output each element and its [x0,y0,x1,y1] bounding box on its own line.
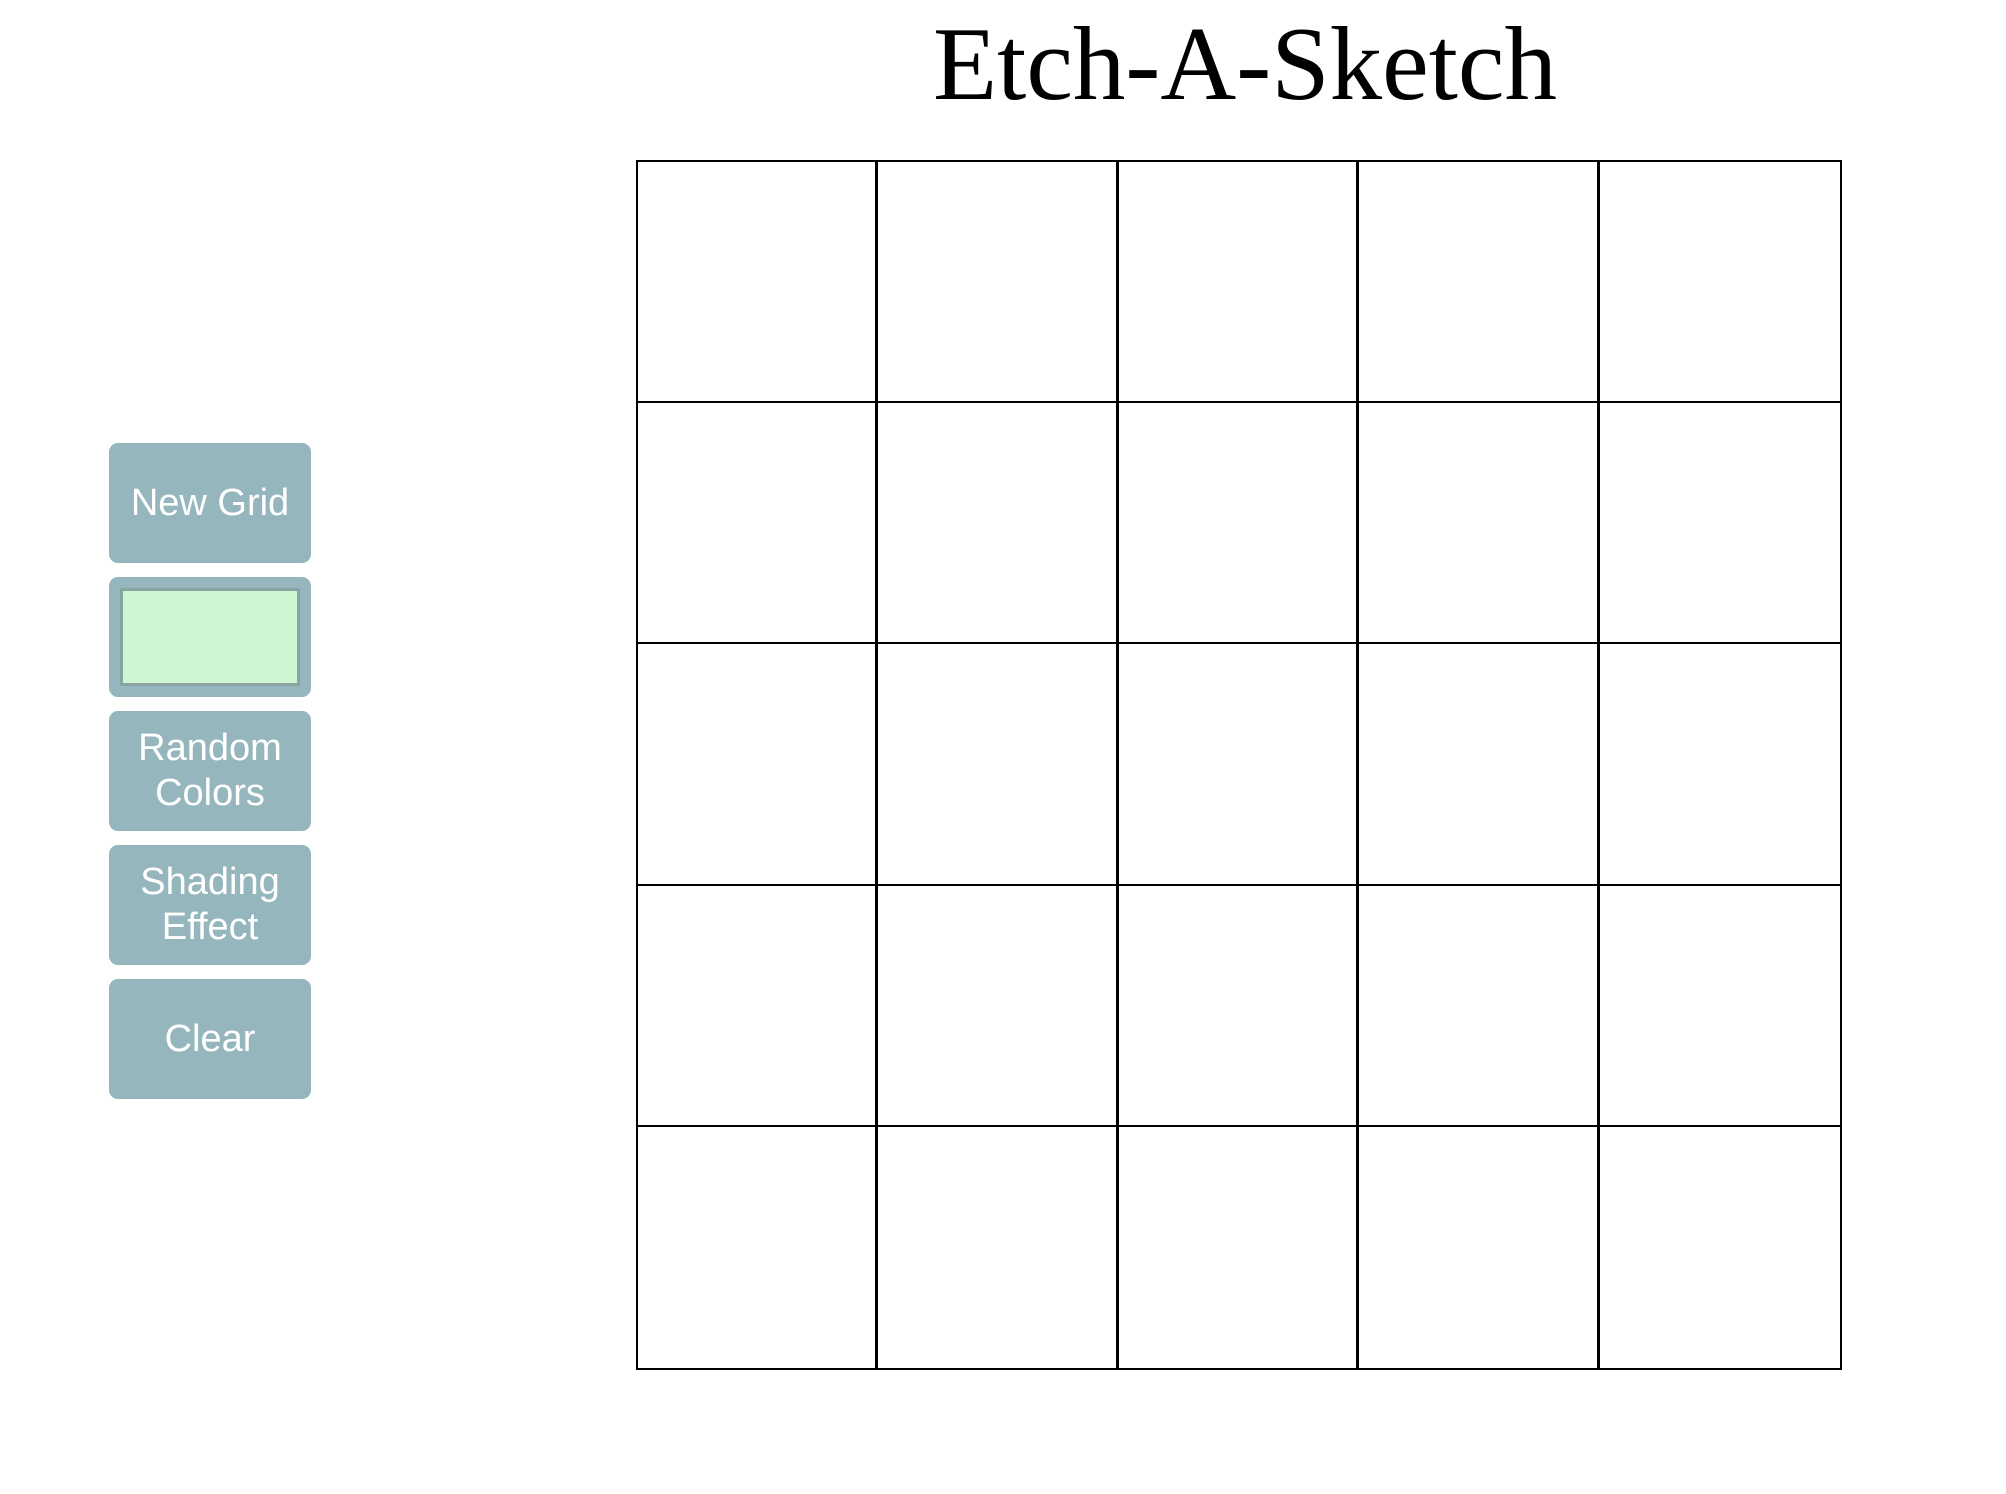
random-colors-button[interactable]: Random Colors [109,711,311,831]
grid-cell[interactable] [878,1126,1119,1368]
grid-cell[interactable] [1359,885,1600,1127]
grid-cell[interactable] [1359,1126,1600,1368]
grid-cell[interactable] [638,644,879,886]
grid-cell[interactable] [1599,644,1840,886]
new-grid-button[interactable]: New Grid [109,443,311,563]
shading-effect-button[interactable]: Shading Effect [109,845,311,965]
grid-cell[interactable] [1118,1126,1360,1368]
grid-cell[interactable] [1118,162,1360,404]
grid-cell[interactable] [638,1126,879,1368]
grid-cell[interactable] [878,162,1119,404]
grid-cell[interactable] [878,644,1119,886]
color-picker[interactable] [109,577,311,697]
page-title: Etch-A-Sketch [933,5,1557,122]
grid-cell[interactable] [638,403,879,645]
grid-cell[interactable] [1359,644,1600,886]
grid-cell[interactable] [1599,162,1840,404]
grid-cell[interactable] [1359,403,1600,645]
sketch-grid[interactable] [636,160,1842,1370]
grid-cell[interactable] [1599,885,1840,1127]
grid-cell[interactable] [1359,162,1600,404]
grid-cell[interactable] [1599,1126,1840,1368]
grid-cell[interactable] [638,885,879,1127]
controls-panel: New Grid Random Colors Shading Effect Cl… [109,443,311,1113]
clear-button[interactable]: Clear [109,979,311,1099]
grid-cell[interactable] [638,162,879,404]
color-swatch[interactable] [120,588,300,686]
grid-cell[interactable] [1599,403,1840,645]
grid-cell[interactable] [1118,644,1360,886]
grid-cell[interactable] [1118,885,1360,1127]
grid-cell[interactable] [878,885,1119,1127]
grid-cell[interactable] [878,403,1119,645]
grid-cell[interactable] [1118,403,1360,645]
